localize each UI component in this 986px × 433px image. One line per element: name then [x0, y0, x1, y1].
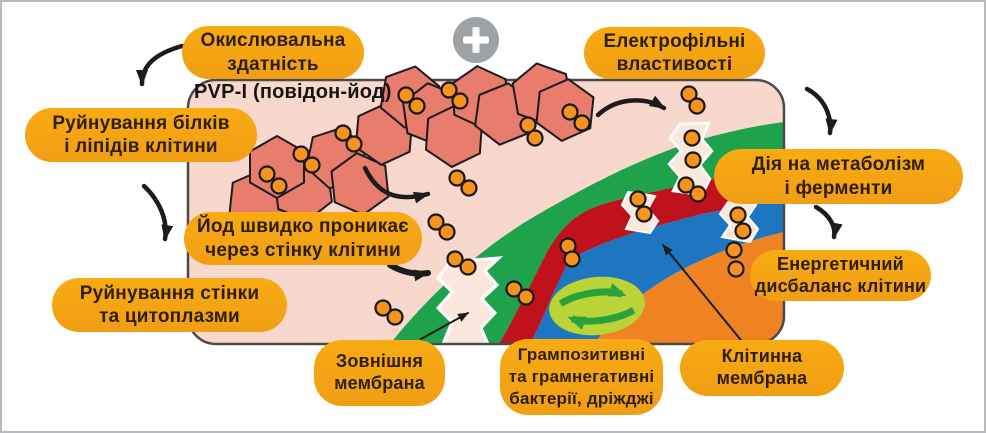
pvp-i-caption: PVP-I (повідон-йод): [194, 81, 392, 103]
label-line: дисбаланс клітини: [754, 275, 927, 296]
label-energy-imbalance: Енергетичний дисбаланс клітини: [750, 250, 931, 301]
pointer-outer-membrane: [420, 312, 469, 340]
pointer-cell-membrane: [662, 244, 746, 346]
label-outer-membrane: Зовнішня мембрана: [314, 340, 445, 406]
arrow-iodine-penetration: [387, 262, 431, 282]
arrow-electrophilic-to-metabolism: [804, 86, 838, 136]
arrow-electrophilic-to-membrane: [595, 95, 667, 118]
label-line: мембрана: [334, 373, 425, 393]
label-line: Окислювальна: [200, 30, 346, 52]
label-iodine-penetration: Йод швидко проникає через стінку клітини: [184, 212, 422, 265]
iodine-molecule-icon: [258, 81, 752, 326]
label-line: Клітинна: [721, 346, 803, 367]
label-line: здатність: [227, 53, 319, 75]
label-oxidative-capacity: Окислювальна здатність: [182, 26, 364, 79]
arrow-oxidative-to-protein: [136, 43, 185, 87]
label-line: та грамнегативні: [508, 367, 655, 387]
label-bacteria-yeasts: Грампозитивні та грамнегативні бактерії,…: [500, 339, 663, 415]
label-line: і ферменти: [784, 177, 893, 199]
label-line: і ліпідів клітини: [64, 136, 218, 157]
label-line: Дія на метаболізм: [751, 154, 926, 176]
label-line: Електрофільні: [603, 30, 746, 52]
label-line: через стінку клітини: [205, 239, 401, 261]
label-line: мембрана: [716, 368, 808, 388]
flow-arrows: [136, 43, 843, 346]
label-metabolism-enzymes: Дія на метаболізм і ферменти: [714, 149, 963, 204]
label-line: Енергетичний: [777, 253, 904, 274]
label-cell-membrane: Клітинна мембрана: [680, 340, 844, 396]
label-line: властивості: [616, 54, 733, 75]
label-line: бактерії, дріжджі: [509, 388, 654, 408]
recycle-arrows-icon: [549, 276, 645, 336]
label-protein-lipid-destruction: Руйнування білків і ліпідів клітини: [25, 108, 257, 162]
label-electrophilic-properties: Електрофільні властивості: [584, 27, 765, 79]
plus-icon: [453, 17, 499, 63]
label-line: Грампозитивні: [517, 345, 646, 365]
arrow-metabolism-to-energy: [813, 204, 843, 240]
label-line: Руйнування білків: [52, 112, 230, 134]
arrow-protein-to-wall: [141, 183, 174, 242]
arrow-hexagon-release: [362, 165, 431, 204]
membrane-break-lower: [435, 256, 504, 344]
label-line: та цитоплазми: [99, 306, 240, 327]
label-line: Йод швидко проникає: [197, 216, 409, 238]
label-wall-cytoplasm-destruction: Руйнування стінки та цитоплазми: [52, 278, 287, 332]
cytoplasm-region: [594, 232, 784, 344]
label-line: Руйнування стінки: [79, 282, 260, 304]
label-line: Зовнішня: [335, 351, 424, 372]
